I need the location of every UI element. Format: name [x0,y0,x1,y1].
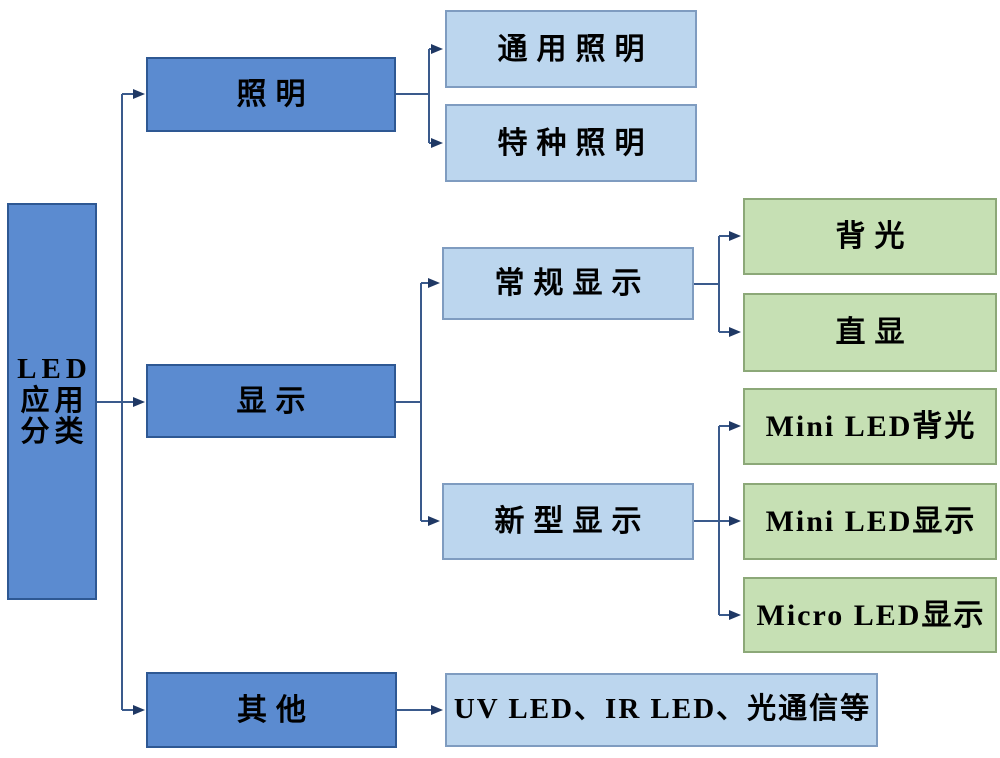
node-general-lighting-label: 通用照明 [497,32,654,66]
node-other-applications-label: UV LED、IR LED、光通信等 [453,693,872,726]
root-label-line-1: LED [17,352,92,385]
node-new-display-label: 新型显示 [494,505,651,538]
node-mini-led-backlight-label: Mini LED背光 [765,410,977,443]
node-lighting: 照明 [146,57,396,132]
node-mini-led-display: Mini LED显示 [743,483,997,560]
node-mini-led-display-label: Mini LED显示 [765,505,977,538]
node-direct-display: 直显 [743,293,997,372]
node-lighting-label: 照明 [236,78,315,111]
node-micro-led-display-label: Micro LED显示 [756,598,986,632]
node-display: 显示 [146,364,396,438]
node-micro-led-display: Micro LED显示 [743,577,997,653]
node-special-lighting-label: 特种照明 [497,126,654,160]
node-others-label: 其他 [237,693,315,727]
node-backlight: 背光 [743,198,997,275]
root-label-line-2: 应用 [20,384,89,417]
node-direct-display-label: 直显 [835,316,914,349]
node-general-lighting: 通用照明 [445,10,697,88]
node-special-lighting: 特种照明 [445,104,697,182]
node-other-applications: UV LED、IR LED、光通信等 [445,673,878,747]
node-others: 其他 [146,672,397,748]
root-label-line-3: 分类 [20,416,89,449]
node-backlight-label: 背光 [835,220,914,253]
node-display-label: 显示 [236,384,315,418]
node-root-led-classification: LED 应用 分类 [7,203,97,600]
node-conventional-display: 常规显示 [442,247,694,320]
node-mini-led-backlight: Mini LED背光 [743,388,997,465]
node-conventional-display-label: 常规显示 [494,267,651,300]
node-new-display: 新型显示 [442,483,694,560]
